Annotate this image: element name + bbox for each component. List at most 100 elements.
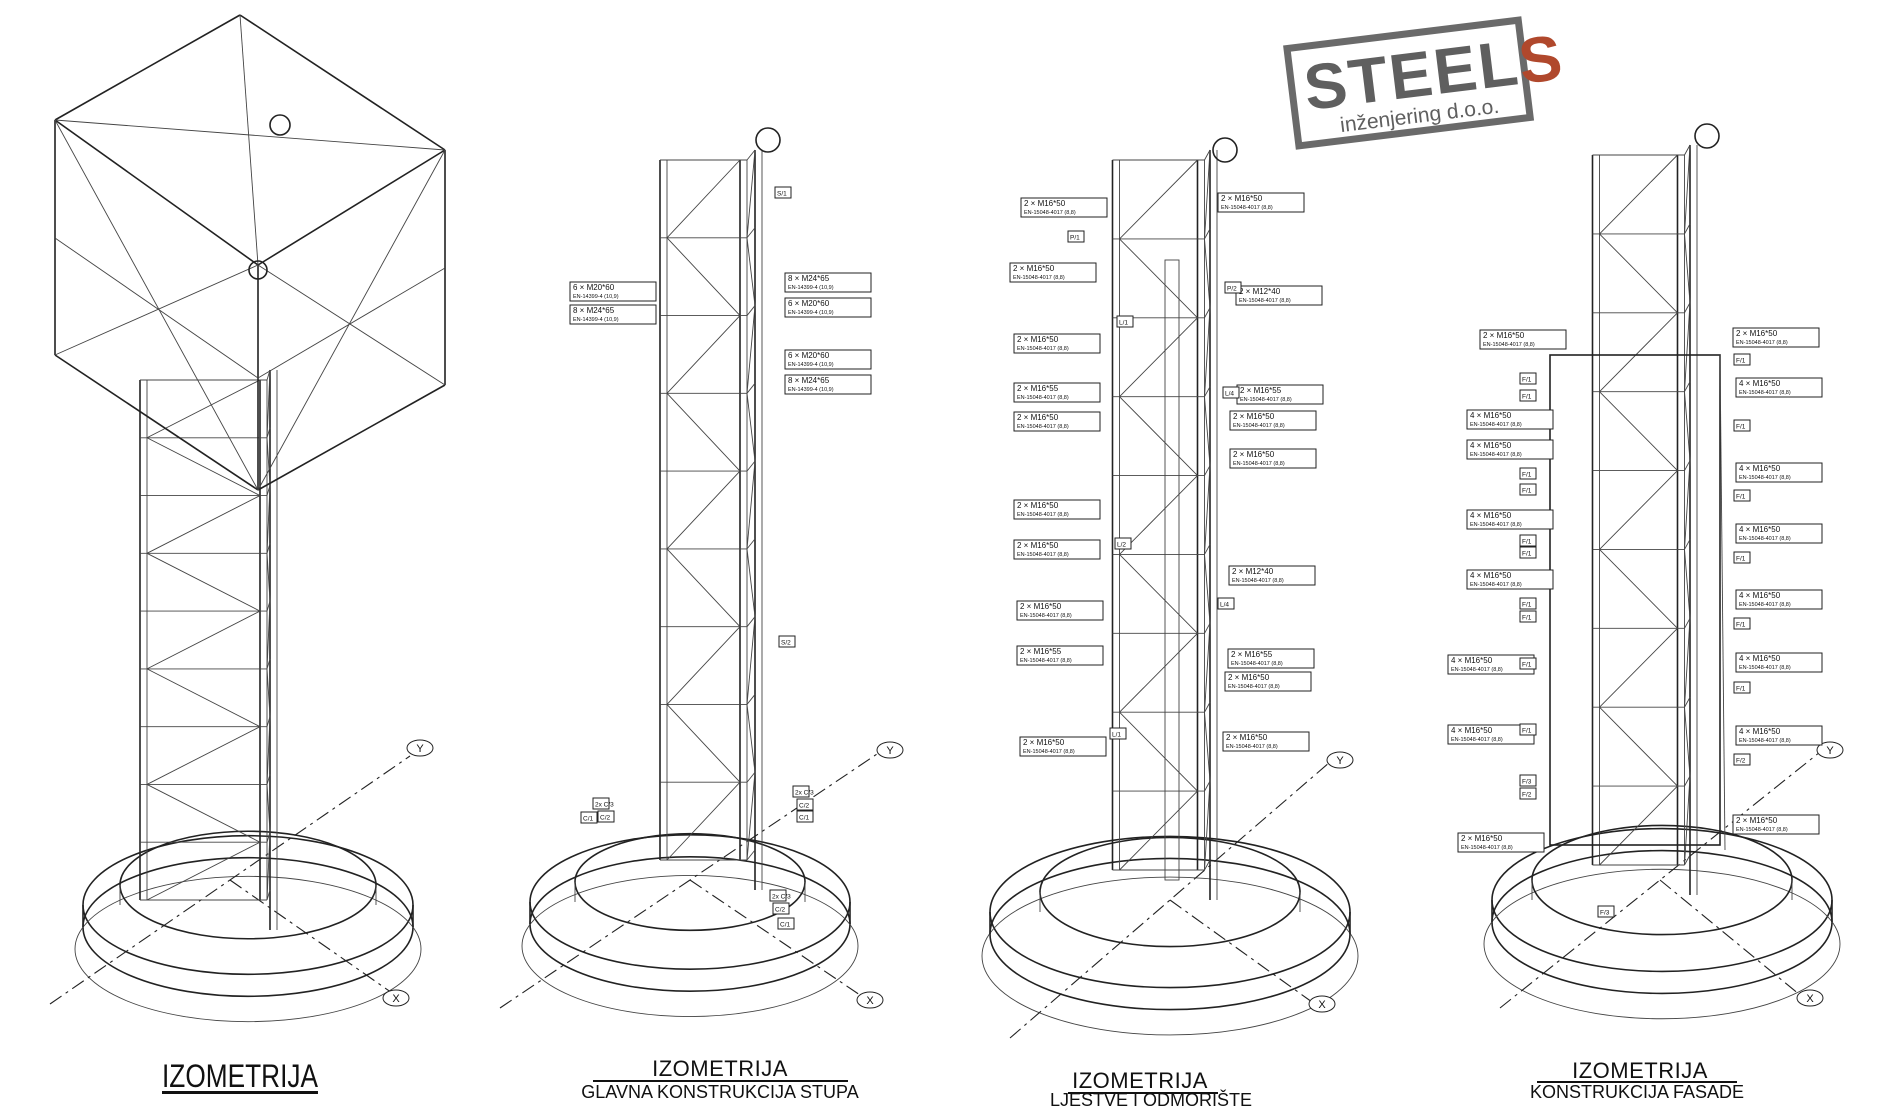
part-mark-label: F/1: [1736, 622, 1746, 629]
part-mark: L/1: [1109, 727, 1127, 740]
tower-brace: [1599, 233, 1678, 314]
bolt-tag-size: 6 × M20*60: [788, 299, 830, 308]
part-mark: 2x C/3: [592, 797, 614, 810]
disc-bottom-outer: [529, 855, 851, 992]
part-mark-label: S/2: [781, 640, 791, 647]
tower-ring: [1684, 302, 1691, 313]
tower-brace: [746, 305, 756, 394]
tower-ring: [1684, 381, 1691, 392]
tower-brace: [1684, 144, 1691, 234]
bolt-tag-box: [569, 281, 657, 302]
y-axis-line: [1009, 761, 1331, 1039]
bolt-tag-size: 2 × M16*50: [1461, 834, 1503, 843]
part-mark-box: [1519, 546, 1537, 559]
tower-ring: [266, 774, 271, 785]
part-mark-box: [1222, 386, 1240, 399]
part-mark: F/3: [1597, 905, 1615, 918]
tower-brace: [266, 601, 271, 669]
part-mark-box: [777, 917, 795, 930]
disc-top-outer: [529, 833, 851, 970]
part-mark: S/1: [774, 186, 792, 199]
bolt-tag-spec: EN-15048-4017 (8,8): [1736, 340, 1788, 346]
bolt-tag-box: [569, 304, 657, 325]
tower-brace: [1599, 391, 1678, 471]
bolt-tag-size: 2 × M16*50: [1233, 412, 1275, 421]
tower-brace: [666, 159, 741, 239]
part-mark: C/2: [796, 798, 814, 811]
part-mark-box: [1519, 610, 1537, 623]
x-axis-line: [1169, 899, 1313, 1003]
part-mark-box: [1519, 372, 1537, 385]
tower-brace: [746, 616, 756, 705]
x-axis-label: X: [1806, 993, 1814, 1005]
part-mark: F/2: [1733, 753, 1751, 766]
part-mark: 2x C/3: [769, 889, 791, 902]
bolt-tag-size: 2 × M16*50: [1736, 816, 1778, 825]
tower-brace: [1599, 154, 1678, 235]
bolt-tag-size: 8 × M24*65: [573, 306, 615, 315]
part-mark: S/2: [778, 635, 796, 648]
part-mark-label: C/1: [583, 816, 594, 823]
bolt-tag-size: 4 × M16*50: [1739, 591, 1781, 600]
part-mark: F/1: [1733, 681, 1751, 694]
bolt-tag-box: [1227, 648, 1315, 669]
cube-brace: [257, 264, 446, 386]
bolt-tag-spec: EN-15048-4017 (8,8): [1017, 512, 1069, 518]
bolt-tag-size: 2 × M16*55: [1240, 386, 1282, 395]
bolt-tag-spec: EN-15048-4017 (8,8): [1739, 665, 1791, 671]
bolt-tag-spec: EN-15048-4017 (8,8): [1233, 423, 1285, 429]
tower-brace: [746, 548, 756, 617]
tower-brace: [1599, 470, 1678, 550]
tower-ring: [1684, 775, 1691, 787]
part-mark: F/1: [1733, 489, 1751, 502]
cube-brace: [54, 119, 259, 491]
bolt-tag-spec: EN-14399-4 (10,9): [788, 310, 834, 316]
tower-ring: [266, 427, 271, 438]
tower-brace: [1204, 465, 1211, 555]
part-mark: F/1: [1519, 467, 1537, 480]
bolt-tag-size: 2 × M16*50: [1736, 329, 1778, 338]
part-mark-box: [1597, 905, 1615, 918]
tower-brace: [266, 716, 271, 785]
tower-brace: [146, 552, 261, 612]
tower-brace: [1684, 233, 1691, 303]
disc-inner-top: [1039, 836, 1301, 948]
part-mark-label: L/4: [1225, 391, 1234, 398]
tower-brace: [266, 553, 271, 602]
tower-brace: [1204, 781, 1211, 871]
tower-brace: [146, 784, 261, 843]
axis-group: XY: [1009, 751, 1354, 1039]
tower-brace: [146, 841, 261, 901]
bolt-tag-spec: EN-15048-4017 (8,8): [1232, 578, 1284, 584]
part-mark: F/1: [1733, 419, 1751, 432]
foundation-discs: [74, 824, 1841, 1036]
part-mark-box: [1733, 753, 1751, 766]
part-mark-label: F/2: [1522, 792, 1532, 799]
part-mark: 2x C/3: [792, 785, 814, 798]
part-mark: L/2: [1114, 537, 1132, 550]
bolt-tag-box: [1732, 814, 1820, 835]
tower-brace: [1119, 475, 1198, 555]
part-mark: C/1: [777, 917, 795, 930]
part-mark: F/1: [1733, 551, 1751, 564]
bolt-tag-box: [1013, 411, 1101, 432]
tower-brace: [1684, 549, 1691, 619]
bolt-tag-size: 2 × M16*50: [1233, 450, 1275, 459]
part-mark-label: L/2: [1117, 542, 1126, 549]
bolt-tag-size: 2 × M16*55: [1231, 650, 1273, 659]
bolt-tag-spec: EN-14399-4 (10,9): [788, 387, 834, 393]
part-mark-label: F/1: [1522, 539, 1532, 546]
tower-ring: [266, 543, 271, 554]
part-mark: F/1: [1733, 617, 1751, 630]
bolt-tag-size: 2 × M16*50: [1017, 413, 1059, 422]
